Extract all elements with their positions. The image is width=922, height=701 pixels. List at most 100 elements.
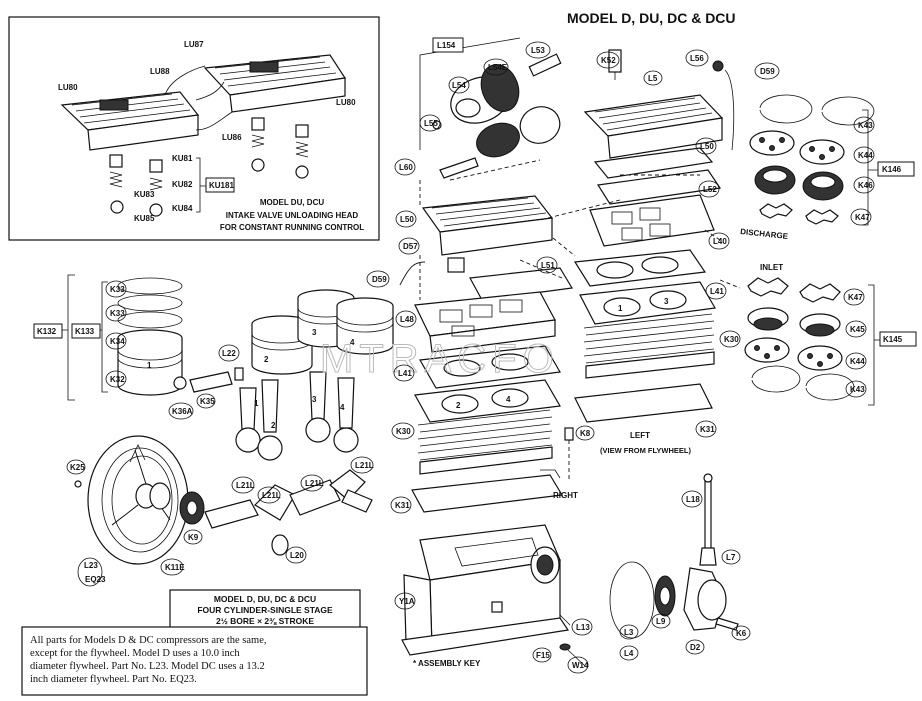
cyl-4-label: 4 <box>506 395 511 404</box>
inset-title-2: INTAKE VALVE UNLOADING HEAD <box>226 211 359 220</box>
label-L41: L41 <box>710 287 724 296</box>
spec-line-3: 2½ BORE × 2⅜ STROKE <box>216 616 314 626</box>
label-D59-top: D59 <box>760 67 775 76</box>
note-line-1: All parts for Models D & DC compressors … <box>30 635 267 646</box>
assembly-key-annotation: * ASSEMBLY KEY <box>413 659 481 668</box>
label-KU83: KU83 <box>134 190 155 199</box>
spec-box: MODEL D, DU, DC & DCU FOUR CYLINDER-SING… <box>169 589 361 629</box>
air-filter-assembly <box>419 37 562 179</box>
label-L55: L55 <box>424 119 438 128</box>
pistons: 1 2 3 4 <box>33 274 394 401</box>
label-L52: L52 <box>703 185 717 194</box>
connecting-rods: 1 2 3 4 <box>234 367 359 461</box>
cylinder-head-right <box>583 49 735 247</box>
label-KU85: KU85 <box>134 214 155 223</box>
inlet-valve-parts <box>744 277 917 406</box>
rod-3-label: 3 <box>312 395 317 404</box>
label-K45: K45 <box>850 325 865 334</box>
view-from-flywheel-annotation: (VIEW FROM FLYWHEEL) <box>600 446 691 455</box>
cyl-1-label: 1 <box>618 304 623 313</box>
piston-3-label: 3 <box>312 328 317 337</box>
label-F15: F15 <box>536 651 550 660</box>
inset-title-1: MODEL DU, DCU <box>260 198 325 207</box>
label-L50: L50 <box>400 215 414 224</box>
rod-1-label: 1 <box>254 399 259 408</box>
label-L21L-a: L21L <box>236 481 255 490</box>
label-Y1A: Y1A <box>399 597 415 606</box>
label-W14: W14 <box>572 661 589 670</box>
label-L40: L40 <box>713 237 727 246</box>
spec-line-1: MODEL D, DU, DC & DCU <box>214 594 316 604</box>
label-K8: K8 <box>580 429 591 438</box>
label-L21L-d: L21L <box>355 461 374 470</box>
label-K25: K25 <box>70 463 85 472</box>
cyl-2-label: 2 <box>456 401 461 410</box>
label-D59: D59 <box>372 275 387 284</box>
label-LU88: LU88 <box>150 67 170 76</box>
label-L54: L54 <box>452 81 466 90</box>
label-L154: L154 <box>437 41 456 50</box>
cylinder-block-right: 1 3 <box>573 249 716 423</box>
label-K146: K146 <box>882 165 902 174</box>
label-KU181: KU181 <box>209 181 234 190</box>
label-LU80-left: LU80 <box>58 83 78 92</box>
note-line-4: inch diameter flywheel. Part No. EQ23. <box>30 674 197 685</box>
inset-frame <box>8 16 380 241</box>
label-K9: K9 <box>188 533 199 542</box>
label-L41-left: L41 <box>398 369 412 378</box>
rod-4-label: 4 <box>340 403 345 412</box>
label-EQ23: EQ23 <box>85 575 106 584</box>
label-K145: K145 <box>883 335 903 344</box>
label-L22: L22 <box>222 349 236 358</box>
label-K32: K32 <box>110 375 125 384</box>
label-K43b: K43 <box>850 385 865 394</box>
diagram-title: MODEL D, DU, DC & DCU <box>567 10 736 26</box>
left-annotation: LEFT <box>630 431 650 440</box>
label-L48: L48 <box>400 315 414 324</box>
label-K31-left: K31 <box>395 501 410 510</box>
label-K30-left: K30 <box>396 427 411 436</box>
label-K30: K30 <box>724 335 739 344</box>
inset-title-3: FOR CONSTANT RUNNING CONTROL <box>220 223 364 232</box>
unloader-head-front <box>60 91 200 151</box>
label-LU80-right: LU80 <box>336 98 356 107</box>
crankcase <box>401 524 586 667</box>
label-K132: K132 <box>37 327 57 336</box>
label-L23: L23 <box>84 561 98 570</box>
label-L5: L5 <box>648 74 658 83</box>
label-K47b: K47 <box>848 293 863 302</box>
piston-2-label: 2 <box>264 355 269 364</box>
discharge-valve-parts <box>749 94 915 226</box>
unloader-head-rear <box>203 54 347 113</box>
flywheel <box>74 435 205 565</box>
label-K46: K46 <box>858 181 873 190</box>
label-L13: L13 <box>576 623 590 632</box>
label-K31: K31 <box>700 425 715 434</box>
label-K44b: K44 <box>850 357 865 366</box>
label-L21L-c: L21L <box>305 479 324 488</box>
label-LU87: LU87 <box>184 40 204 49</box>
label-L3: L3 <box>624 628 634 637</box>
cylinder-head-left <box>399 159 573 353</box>
label-D2: D2 <box>690 643 701 652</box>
label-K52: K52 <box>601 56 616 65</box>
label-K43: K43 <box>858 121 873 130</box>
label-K11E: K11E <box>165 563 185 572</box>
label-K35: K35 <box>200 397 215 406</box>
note-box: All parts for Models D & DC compressors … <box>21 626 368 696</box>
label-K34: K34 <box>110 337 125 346</box>
label-K133: K133 <box>75 327 95 336</box>
cyl-3-label: 3 <box>664 297 669 306</box>
piston-4-label: 4 <box>350 338 355 347</box>
label-K36A: K36A <box>172 407 193 416</box>
unloader-inset: LU87 LU88 LU80 LU80 LU86 KU81 KU82 KU83 … <box>8 16 380 241</box>
label-L54E: L54E <box>488 63 508 72</box>
rod-2-label: 2 <box>271 421 276 430</box>
spec-line-2: FOUR CYLINDER-SINGLE STAGE <box>197 605 333 615</box>
label-D57: D57 <box>403 242 418 251</box>
label-KU81: KU81 <box>172 154 193 163</box>
note-line-2: except for the flywheel. Model D uses a … <box>30 648 240 659</box>
crankshaft <box>204 469 373 556</box>
label-L51: L51 <box>541 261 555 270</box>
